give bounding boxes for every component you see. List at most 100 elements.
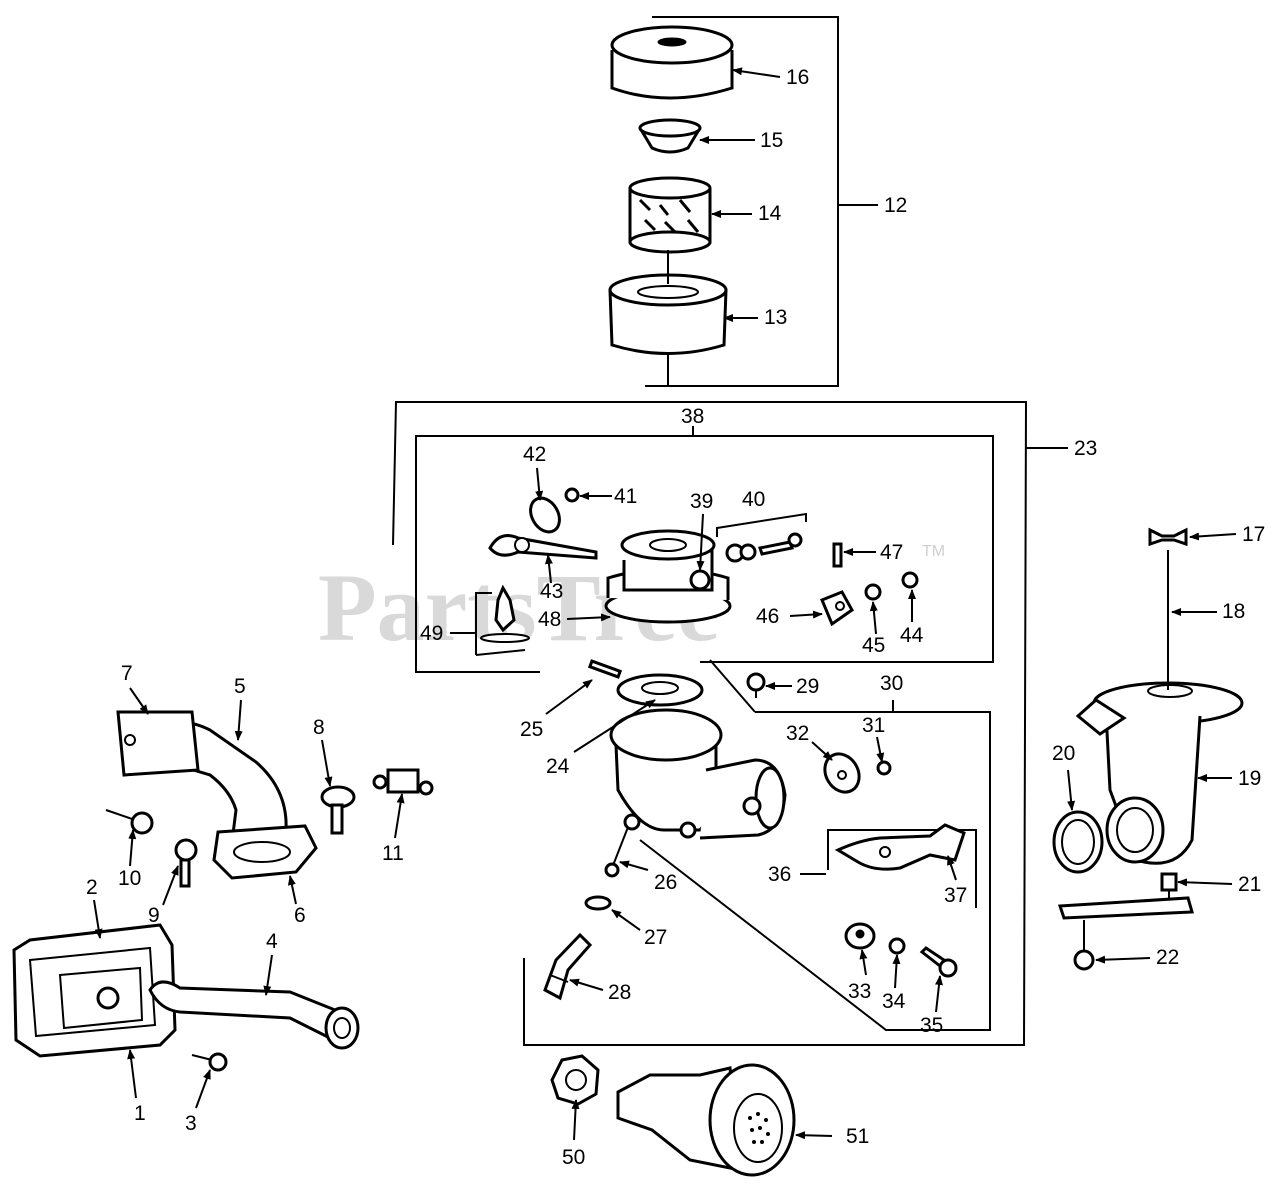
screw-29 [746,672,766,698]
bracket-plate [1057,896,1194,920]
callout-10: 10 [118,867,141,890]
callout-6: 6 [294,904,306,927]
pin-25 [587,659,623,679]
callout-7: 7 [121,662,133,685]
callout-47: 47 [880,541,903,564]
callout-21: 21 [1238,873,1261,896]
callout-40: 40 [742,488,765,511]
callout-labels: 1 2 3 4 5 6 7 8 9 10 11 12 13 14 15 16 1… [86,66,1265,1169]
spring-34 [888,937,906,955]
callout-8: 8 [313,716,325,739]
callout-38: 38 [681,405,704,428]
callout-16: 16 [786,66,809,89]
air-horn-19 [1075,681,1244,865]
muffler-1 [12,923,177,1058]
pre-cleaner-foam [608,273,728,355]
callout-26: 26 [654,871,677,894]
screw-35 [919,946,958,978]
callout-1: 1 [134,1102,146,1125]
callout-35: 35 [920,1014,943,1037]
callout-48: 48 [538,608,561,631]
air-cleaner-cup [638,118,702,154]
washer-45 [864,583,882,601]
callout-11: 11 [382,842,404,865]
bolt-3 [191,1052,228,1072]
callout-9: 9 [148,904,160,927]
screw-41 [564,487,580,503]
washer-27 [584,895,612,911]
flange-7 [116,710,200,777]
nut-44 [901,571,919,589]
group-bracket-30 [639,659,991,1031]
callout-46: 46 [756,605,779,628]
leader-lines [93,67,1237,1141]
callout-34: 34 [882,990,906,1013]
callout-50: 50 [562,1146,585,1169]
needle-valve-49 [475,584,530,656]
stud-8 [320,785,356,835]
wing-nut-17 [1148,527,1188,547]
choke-lever-37 [827,823,977,908]
callout-24: 24 [546,755,570,778]
callout-25: 25 [520,718,543,741]
callout-4: 4 [266,930,278,953]
callout-27: 27 [644,926,667,949]
callout-23: 23 [1074,437,1097,460]
exhaust-pipe-4 [148,980,360,1050]
callout-42: 42 [523,443,546,466]
callout-28: 28 [608,981,631,1004]
idle-screw-40 [716,512,807,563]
carburetor-upper-body [604,529,732,624]
callout-22: 22 [1156,946,1179,969]
watermark-trademark: TM [922,543,945,560]
pin-47 [832,542,843,568]
bolt-9 [174,838,198,888]
callout-37: 37 [944,884,967,907]
bolt-22 [1073,920,1095,971]
callout-17: 17 [1242,523,1265,546]
callout-39: 39 [690,490,713,513]
gasket-50 [550,1054,600,1106]
intake-elbow-51 [616,1063,796,1177]
callout-3: 3 [185,1112,197,1135]
screw-31 [876,760,892,776]
callout-14: 14 [758,202,782,225]
group-bracket-23 [392,401,1068,1046]
callout-32: 32 [786,722,809,745]
group-bracket-12 [645,16,878,387]
callout-45: 45 [862,634,885,657]
throttle-lever-46 [820,590,854,627]
callout-20: 20 [1052,742,1075,765]
callout-44: 44 [900,624,924,647]
callout-30: 30 [880,672,903,695]
callout-15: 15 [760,129,783,152]
callout-49: 49 [420,622,443,645]
callout-29: 29 [796,675,819,698]
fitting-11 [372,768,434,796]
washer-33 [844,922,876,950]
group-bracket-38 [415,426,994,673]
throttle-shaft [488,534,598,560]
callout-31: 31 [862,714,885,737]
air-filter-element [628,176,712,254]
callout-19: 19 [1238,767,1261,790]
gasket-20 [1052,810,1104,874]
callout-5: 5 [234,675,246,698]
callout-18: 18 [1222,600,1245,623]
callout-13: 13 [764,306,787,329]
callout-12: 12 [884,194,907,217]
spark-plug-28 [543,932,593,1001]
callout-43: 43 [540,580,563,603]
callout-41: 41 [614,485,637,508]
throttle-plate [529,496,561,534]
bolt-10 [105,809,154,835]
carburetor-bowl-body [609,673,787,840]
callout-33: 33 [848,980,871,1003]
callout-51: 51 [846,1125,869,1148]
main-jet-26 [604,813,641,878]
gasket-6 [212,824,318,880]
callout-2: 2 [86,876,98,899]
air-cleaner-cover [610,25,734,100]
callout-36: 36 [768,863,791,886]
